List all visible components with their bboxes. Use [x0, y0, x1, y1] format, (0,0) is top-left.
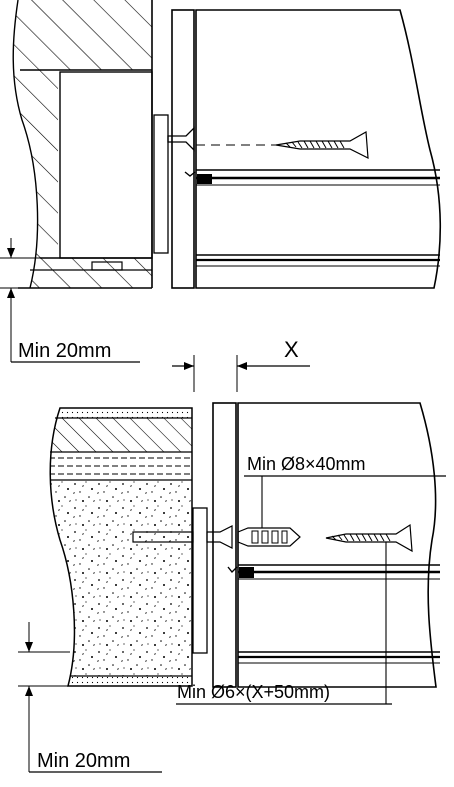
bottom-bracket-plate	[192, 507, 208, 654]
bottom-plug-loose	[237, 527, 301, 547]
bottom-masonry-block	[49, 407, 193, 687]
top-min-depth-label: Min 20mm	[18, 340, 111, 362]
bottom-cabinet-body	[237, 402, 437, 688]
bottom-depth-dimension	[18, 622, 162, 773]
bottom-wall-panel	[212, 402, 237, 688]
plug-size-label: Min Ø8×40mm	[247, 454, 366, 474]
screw-size-label: Min Ø6×(X+50mm)	[177, 682, 330, 702]
top-detail	[12, 0, 442, 289]
bottom-plug-installed	[132, 531, 194, 543]
top-bracket-plate	[153, 114, 169, 254]
bottom-screw-loose	[325, 523, 413, 553]
top-depth-dimension	[0, 238, 140, 363]
top-wall-panel	[171, 9, 195, 289]
top-screw-loose	[275, 131, 369, 160]
bottom-min-depth-label: Min 20mm	[37, 750, 130, 772]
top-screw-installed	[167, 126, 195, 152]
bottom-detail	[49, 402, 446, 705]
gap-dimension	[172, 355, 310, 392]
gap-label: X	[284, 337, 299, 362]
